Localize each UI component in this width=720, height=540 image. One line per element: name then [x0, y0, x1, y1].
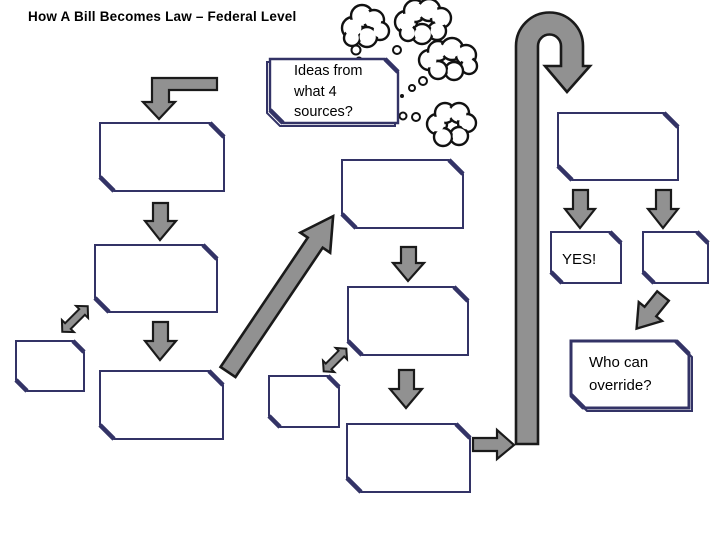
- right-arrow: [471, 427, 516, 462]
- flow-box-mid-3: [345, 422, 472, 494]
- down-arrow-left-2: [142, 320, 179, 362]
- flow-box-mid-small: [267, 374, 341, 429]
- flow-box-right-small: [641, 230, 710, 285]
- override-question-text: Who can override?: [589, 354, 652, 394]
- diagonal-up-arrow: [218, 213, 335, 379]
- ideas-box: [266, 57, 400, 127]
- yes-label: YES!: [562, 251, 597, 268]
- thought-cloud-1: [340, 3, 391, 49]
- flow-box-right-top: [556, 111, 680, 182]
- double-arrow-left: [60, 304, 90, 334]
- thought-cloud-2: [393, 0, 453, 46]
- down-arrow-right-2: [645, 188, 681, 230]
- down-arrow-right-1: [562, 188, 598, 230]
- down-arrow-left-1: [142, 201, 179, 242]
- page-title: How A Bill Becomes Law – Federal Level: [28, 9, 297, 24]
- override-box: [569, 339, 693, 412]
- flow-box-mid-1: [340, 158, 465, 230]
- down-left-arrow: [635, 289, 671, 331]
- down-arrow-mid-1: [390, 245, 427, 283]
- flow-box-mid-2: [346, 285, 470, 357]
- uturn-hook-arrow: [514, 11, 593, 446]
- thought-cloud-3: [417, 36, 479, 82]
- flow-box-left-3: [98, 369, 225, 441]
- double-arrow-mid: [321, 346, 349, 374]
- down-arrow-mid-2: [387, 368, 425, 410]
- flow-box-left-2: [93, 243, 219, 314]
- flow-box-left-small: [14, 339, 86, 393]
- ideas-question-text: Ideas from what 4 sources?: [294, 63, 363, 120]
- yes-box: [549, 230, 623, 285]
- thought-cloud-4: [425, 101, 478, 148]
- elbow-down-arrow: [140, 76, 219, 121]
- flow-box-left-1: [98, 121, 226, 193]
